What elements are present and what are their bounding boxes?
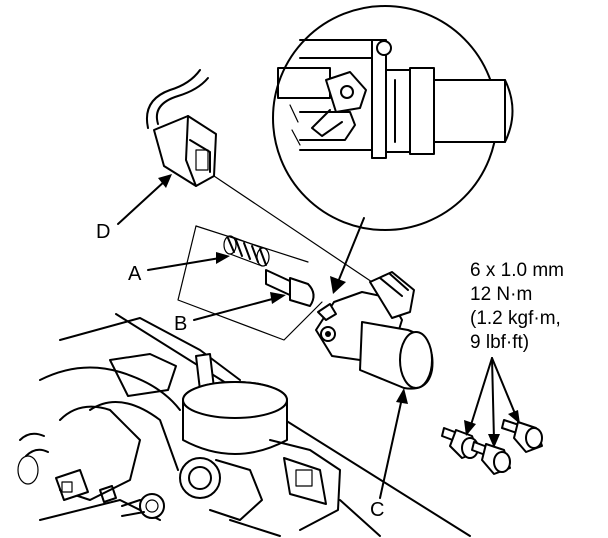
bolt-2	[471, 441, 511, 475]
callout-b-label: B	[174, 313, 187, 335]
detail-inset	[272, 5, 514, 231]
callout-c-label: C	[370, 499, 384, 521]
spring-a	[223, 235, 270, 267]
bolt-torque-lbfft-text: 9 lbf·ft)	[470, 332, 529, 353]
bolt-3	[501, 419, 543, 453]
callout-a-label: A	[128, 263, 142, 285]
bolt-spec-note: 6 x 1.0 mm 12 N·m (1.2 kgf·m, 9 lbf·ft)	[470, 260, 564, 353]
sensor-c	[315, 271, 434, 390]
callout-leaders	[117, 174, 408, 499]
connector-d	[146, 69, 217, 187]
bolt-1	[441, 427, 479, 459]
plunger-b	[265, 269, 315, 307]
bolt-torque-nm-text: 12 N·m	[470, 284, 532, 305]
connector-guide-line	[213, 175, 379, 287]
inset-pointer-arrow	[330, 217, 365, 294]
bolt-size-text: 6 x 1.0 mm	[470, 260, 564, 281]
bolts	[441, 357, 543, 475]
transmission-housing	[17, 313, 471, 537]
callout-d-label: D	[96, 221, 110, 243]
bolt-torque-kgfm-text: (1.2 kgf·m,	[470, 308, 561, 329]
